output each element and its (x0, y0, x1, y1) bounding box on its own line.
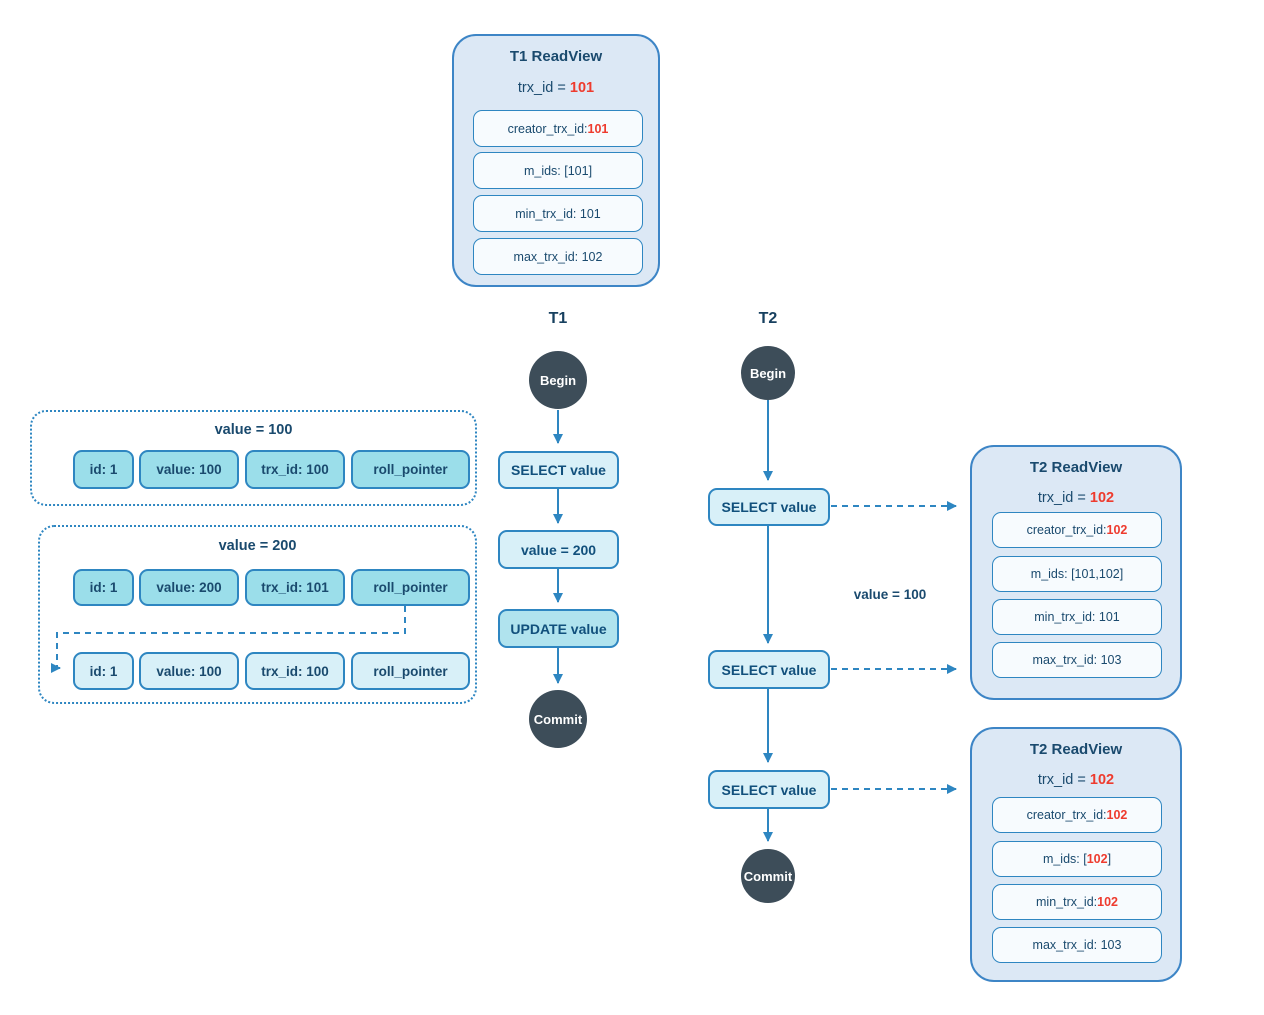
t2-select-value-node-3: SELECT value (708, 770, 830, 809)
readview-row: creator_trx_id: 101 (473, 110, 643, 147)
t2-readview-panel-2: T2 ReadView trx_id = 102 creator_trx_id:… (970, 727, 1182, 982)
record-cell-value: value: 200 (139, 569, 239, 606)
readview-row: m_ids: [101] (473, 152, 643, 189)
record-cell-id: id: 1 (73, 450, 134, 489)
readview-row: m_ids: [102] (992, 841, 1162, 877)
t2-select-value-node-2: SELECT value (708, 650, 830, 689)
t1-readview-trx-line: trx_id = 101 (517, 80, 595, 96)
undo-record-cell-roll-pointer: roll_pointer (351, 652, 470, 690)
readview-row: creator_trx_id: 102 (992, 797, 1162, 833)
undo-record-cell-value: value: 100 (139, 652, 239, 690)
readview-row: creator_trx_id: 102 (992, 512, 1162, 548)
record-cell-roll-pointer: roll_pointer (351, 569, 470, 606)
version-100-container: value = 100 id: 1 value: 100 trx_id: 100… (30, 410, 477, 506)
readview-row: max_trx_id: 103 (992, 927, 1162, 963)
undo-record-cell-id: id: 1 (73, 652, 134, 690)
readview-row: max_trx_id: 102 (473, 238, 643, 275)
t1-readview-title: T1 ReadView (509, 48, 603, 65)
readview-row: m_ids: [101,102] (992, 556, 1162, 592)
record-cell-id: id: 1 (73, 569, 134, 606)
version-100-title: value = 100 (214, 422, 293, 438)
record-cell-value: value: 100 (139, 450, 239, 489)
record-cell-trx-id: trx_id: 101 (245, 569, 345, 606)
readview-row: max_trx_id: 103 (992, 642, 1162, 678)
t2-readview-panel-1: T2 ReadView trx_id = 102 creator_trx_id:… (970, 445, 1182, 700)
t1-begin-node: Begin (529, 351, 587, 409)
readview-row: min_trx_id: 101 (992, 599, 1162, 635)
record-cell-roll-pointer: roll_pointer (351, 450, 470, 489)
mid-value-label: value = 100 (853, 587, 927, 602)
t1-update-value-node: UPDATE value (498, 609, 619, 648)
t2-readview-1-trx-line: trx_id = 102 (1037, 490, 1115, 506)
t2-readview-1-title: T2 ReadView (1029, 459, 1123, 476)
roll-pointer-dashed-arrow (51, 606, 406, 673)
t1-readview-panel: T1 ReadView trx_id = 101 creator_trx_id:… (452, 34, 660, 287)
version-200-title: value = 200 (218, 538, 297, 554)
t1-value-200-node: value = 200 (498, 530, 619, 569)
t2-column-title: T2 (758, 310, 778, 327)
record-cell-trx-id: trx_id: 100 (245, 450, 345, 489)
t2-commit-node: Commit (741, 849, 795, 903)
readview-row: min_trx_id: 102 (992, 884, 1162, 920)
t1-commit-node: Commit (529, 690, 587, 748)
undo-record-cell-trx-id: trx_id: 100 (245, 652, 345, 690)
t2-select-value-node-1: SELECT value (708, 488, 830, 526)
readview-row: min_trx_id: 101 (473, 195, 643, 232)
t2-readview-2-trx-line: trx_id = 102 (1037, 772, 1115, 788)
t1-select-value-node: SELECT value (498, 451, 619, 489)
t2-readview-2-title: T2 ReadView (1029, 741, 1123, 758)
t2-begin-node: Begin (741, 346, 795, 400)
t1-column-title: T1 (548, 310, 568, 327)
version-200-container: value = 200 id: 1 value: 200 trx_id: 101… (38, 525, 477, 704)
